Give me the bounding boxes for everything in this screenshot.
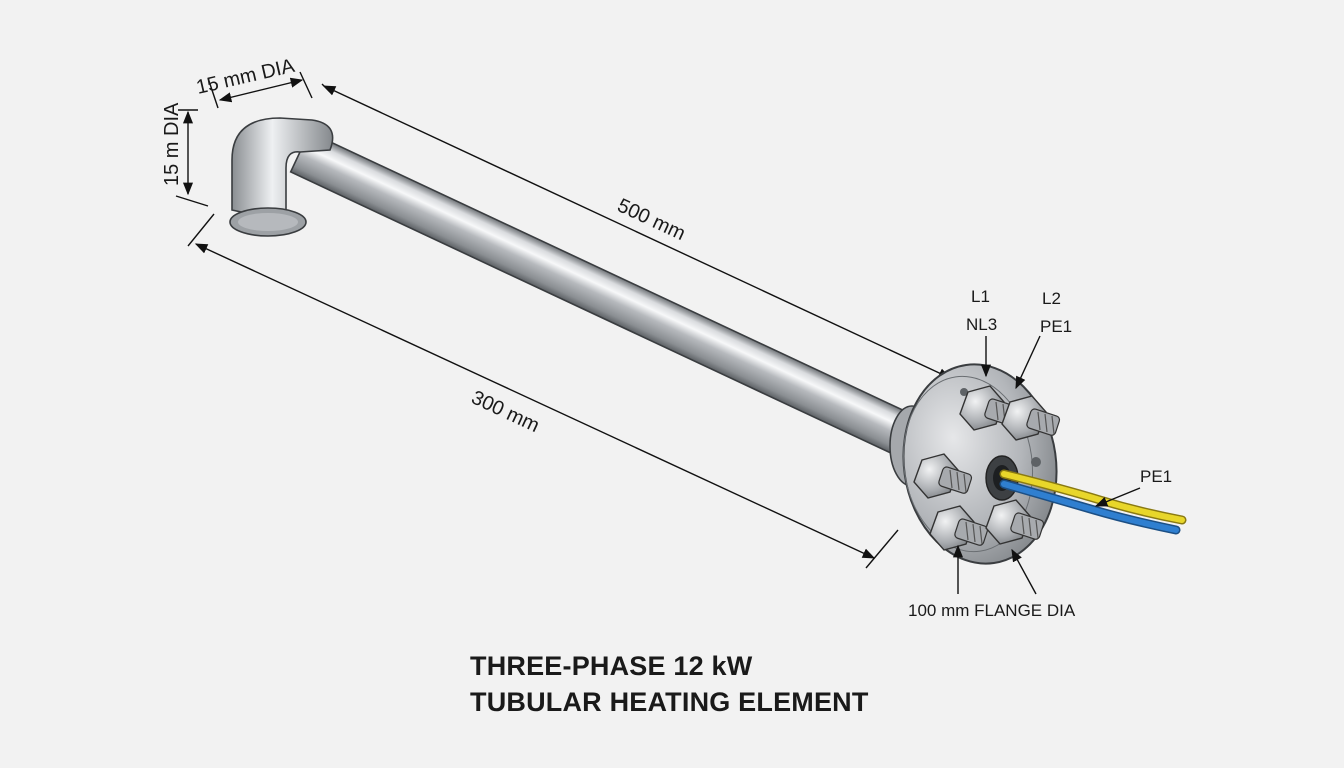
terminal-stud	[929, 505, 989, 551]
terminal-stud	[985, 499, 1045, 545]
terminal-label-pe1: PE1	[1040, 317, 1072, 336]
terminal-stud	[913, 453, 973, 499]
terminal-stud	[1001, 395, 1061, 441]
flange-diameter-label: 100 mm FLANGE DIA	[908, 601, 1076, 620]
wire-label-pe1: PE1	[1140, 467, 1172, 486]
terminal-label-nl3: NL3	[966, 315, 997, 334]
title-line-2: TUBULAR HEATING ELEMENT	[470, 687, 869, 717]
title-line-1: THREE-PHASE 12 kW	[470, 651, 753, 681]
terminal-label-l2: L2	[1042, 289, 1061, 308]
leader-lines	[952, 335, 1141, 595]
dimension-lines	[175, 71, 952, 569]
lower-length-label: 300 mm	[468, 387, 543, 437]
mounting-hole	[1031, 457, 1041, 467]
terminal-label-l1: L1	[971, 287, 990, 306]
tube-diameter-side-label: 15 m DIA	[161, 102, 183, 186]
tube-diameter-top-label: 15 mm DIA	[194, 55, 297, 99]
upper-length-label: 500 mm	[614, 195, 689, 245]
mounting-hole	[960, 388, 968, 396]
flange-assembly	[889, 363, 1061, 565]
heating-tube	[229, 117, 927, 462]
diagram-title: THREE-PHASE 12 kW TUBULAR HEATING ELEMEN…	[470, 648, 869, 720]
